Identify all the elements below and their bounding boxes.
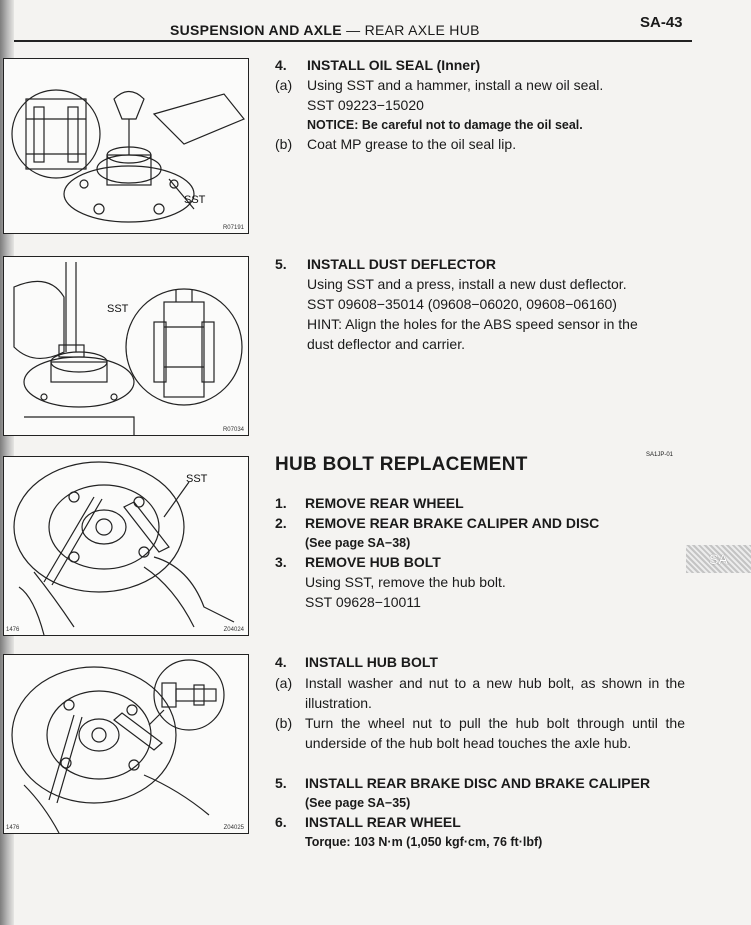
step-text: Using SST, remove the hub bolt.: [305, 574, 506, 590]
figure-side-code: 1476: [6, 825, 20, 831]
page-reference: (See page SA−38): [305, 536, 411, 550]
step-title: REMOVE REAR BRAKE CALIPER AND DISC: [305, 515, 600, 531]
section-tab: SA: [686, 545, 751, 573]
figure-code: R07034: [222, 427, 244, 433]
figure-label-sst: SST: [184, 194, 206, 206]
oil-seal-illustration: [11, 89, 245, 223]
hub-bolt-install-illustration: [11, 659, 225, 833]
step-title: INSTALL DUST DEFLECTOR: [307, 256, 496, 272]
step-number: 4.: [275, 654, 287, 670]
page-header-title: SUSPENSION AND AXLE — REAR AXLE HUB: [170, 22, 480, 38]
hint-text: dust deflector and carrier.: [307, 336, 465, 352]
step-number: 1.: [275, 495, 287, 511]
page-number: SA-43: [640, 14, 683, 31]
substep-marker: (a): [275, 77, 293, 93]
header-chapter: SUSPENSION AND AXLE: [170, 22, 342, 38]
step-number: 4.: [275, 57, 287, 73]
step-title: REMOVE REAR WHEEL: [305, 495, 464, 511]
step-number: 3.: [275, 554, 287, 570]
step-title: INSTALL REAR WHEEL: [305, 814, 461, 830]
step-number: 5.: [275, 775, 287, 791]
step-title: REMOVE HUB BOLT: [305, 554, 441, 570]
section-code: SA1JP-01: [646, 452, 674, 458]
figure-hub-bolt-removal: SST 1476 Z04024: [3, 456, 249, 636]
substep-text: Coat MP grease to the oil seal lip.: [307, 136, 517, 152]
header-section: REAR AXLE HUB: [364, 22, 480, 38]
figure-side-code: 1476: [6, 627, 20, 633]
step-title: INSTALL REAR BRAKE DISC AND BRAKE CALIPE…: [305, 775, 651, 791]
step-number: 2.: [275, 515, 287, 531]
substep-text: Using SST and a hammer, install a new oi…: [307, 77, 604, 93]
section-heading: HUB BOLT REPLACEMENT: [275, 454, 528, 475]
figure-oil-seal-install: SST R07191: [3, 58, 249, 234]
figure-label-sst: SST: [186, 473, 208, 485]
step-number: 6.: [275, 814, 287, 830]
torque-spec: Torque: 103 N·m (1,050 kgf·cm, 76 ft·lbf…: [305, 835, 543, 849]
substep-marker: (a): [275, 675, 293, 691]
header-rule: [14, 40, 692, 42]
substep-text: Turn the wheel nut to pull the hub bolt …: [305, 715, 685, 751]
substep-marker: (b): [275, 715, 293, 731]
step-title: INSTALL HUB BOLT: [305, 654, 438, 670]
figure-code: Z04024: [223, 627, 244, 633]
hub-bolt-removal-illustration: [13, 461, 235, 635]
figure-hub-bolt-install: 1476 Z04025: [3, 654, 249, 834]
sst-number: SST 09628−10011: [305, 594, 421, 610]
substep-text: Install washer and nut to a new hub bolt…: [305, 675, 685, 711]
figure-label-sst: SST: [107, 303, 129, 315]
figure-code: Z04025: [223, 825, 244, 831]
substep-marker: (b): [275, 136, 293, 152]
step-number: 5.: [275, 256, 287, 272]
figure-code: R07191: [222, 225, 244, 231]
dust-deflector-illustration: [13, 262, 243, 435]
page-reference: (See page SA−35): [305, 796, 411, 810]
sst-number: SST 09608−35014 (09608−06020, 09608−0616…: [307, 296, 617, 312]
step-title: INSTALL OIL SEAL (Inner): [307, 57, 481, 73]
notice-text: NOTICE: Be careful not to damage the oil…: [307, 118, 583, 132]
hint-text: HINT: Align the holes for the ABS speed …: [307, 316, 638, 332]
sst-number: SST 09223−15020: [307, 97, 424, 113]
step-text: Using SST and a press, install a new dus…: [307, 276, 627, 292]
header-dash: —: [341, 22, 365, 38]
figure-dust-deflector-install: SST R07034: [3, 256, 249, 436]
